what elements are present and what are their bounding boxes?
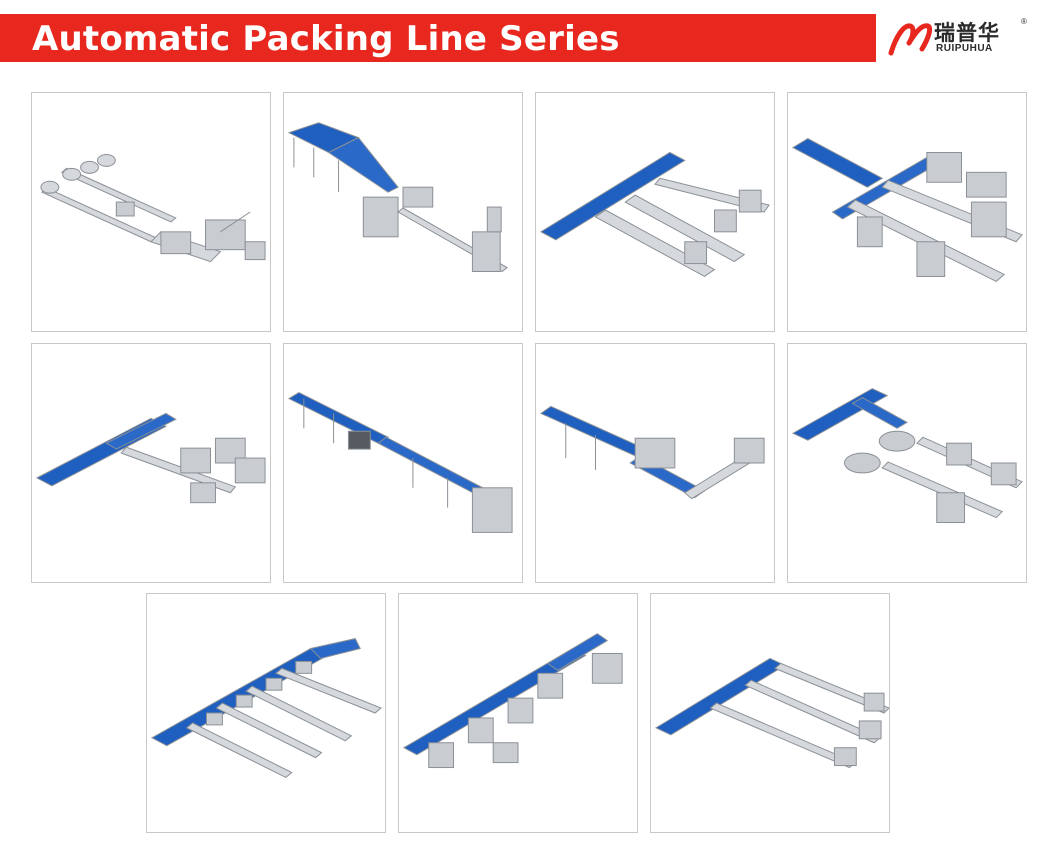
packing-line-image [283,343,523,583]
packing-line-image [650,593,890,833]
packing-line-image [31,92,271,332]
logo-chinese-text: 瑞普华 [934,21,1000,45]
brand-logo: 瑞普华 ® RUIPUHUA [884,14,1060,62]
packing-line-image [535,92,775,332]
logo-english-text: RUIPUHUA [936,43,993,54]
page-title: Automatic Packing Line Series [32,19,620,59]
packing-line-image [283,92,523,332]
registered-mark: ® [1021,17,1027,26]
packing-line-image [787,343,1027,583]
packing-line-image [146,593,386,833]
ruipuhua-logo-icon [888,23,932,56]
packing-line-image [535,343,775,583]
packing-line-image [31,343,271,583]
packing-line-image [787,92,1027,332]
title-banner: Automatic Packing Line Series [0,14,876,62]
packing-line-image [398,593,638,833]
